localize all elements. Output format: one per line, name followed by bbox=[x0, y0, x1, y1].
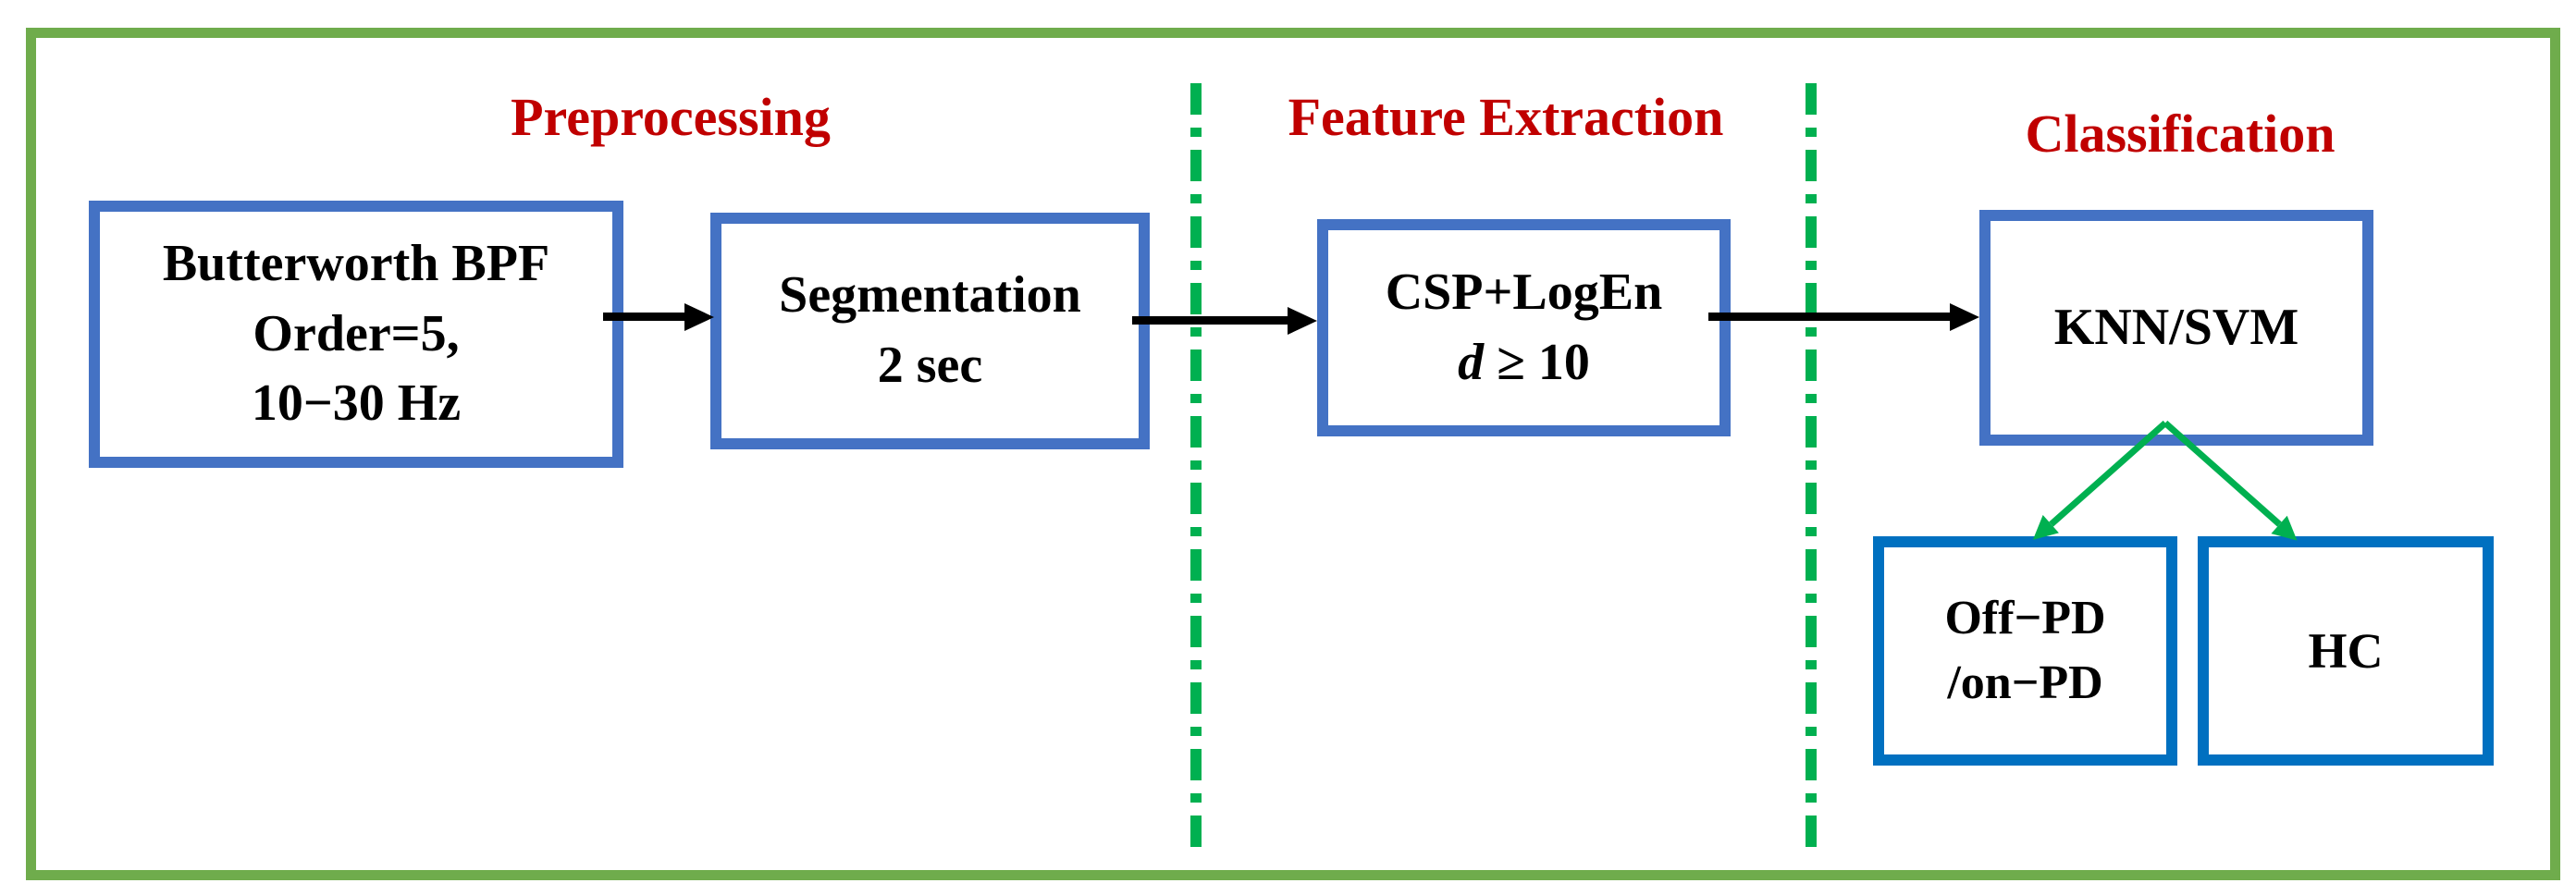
box-line: Off−PD bbox=[1944, 591, 2106, 644]
arrowhead-icon bbox=[1288, 306, 1317, 335]
arrow-csp-to-knn bbox=[1708, 302, 1979, 331]
box-line: Order=5, bbox=[253, 304, 460, 362]
arrow-segmentation-to-csp bbox=[1132, 306, 1317, 335]
box-line: HC bbox=[2308, 622, 2384, 679]
arrow-butterworth-to-segmentation bbox=[603, 302, 714, 331]
box-hc: HC bbox=[2198, 536, 2494, 766]
box-line: 2 sec bbox=[877, 337, 983, 394]
box-off-on-pd: Off−PD /on−PD bbox=[1873, 536, 2177, 766]
box-line: KNN/SVM bbox=[2053, 298, 2299, 356]
box-csp-logen: CSP+LogEn d ≥ 10 bbox=[1317, 219, 1731, 436]
stage-divider-1 bbox=[1190, 83, 1202, 851]
stage-title-preprocessing: Preprocessing bbox=[511, 87, 831, 147]
outer-frame bbox=[26, 28, 2560, 880]
stage-title-feature-extraction: Feature Extraction bbox=[1288, 87, 1724, 147]
box-line: Butterworth BPF bbox=[162, 235, 550, 293]
box-butterworth-bpf: Butterworth BPF Order=5, 10−30 Hz bbox=[89, 201, 623, 468]
stage-title-classification: Classification bbox=[2025, 104, 2336, 164]
stage-divider-2 bbox=[1806, 83, 1817, 851]
box-line: /on−PD bbox=[1947, 656, 2103, 709]
box-line: Segmentation bbox=[779, 266, 1081, 325]
box-line: 10−30 Hz bbox=[251, 374, 462, 433]
box-line-math: d ≥ 10 bbox=[1458, 333, 1590, 391]
box-knn-svm: KNN/SVM bbox=[1979, 210, 2373, 446]
arrowhead-icon bbox=[684, 302, 714, 331]
box-line: CSP+LogEn bbox=[1385, 263, 1663, 321]
arrowhead-icon bbox=[1950, 302, 1979, 331]
box-segmentation: Segmentation 2 sec bbox=[710, 213, 1150, 449]
